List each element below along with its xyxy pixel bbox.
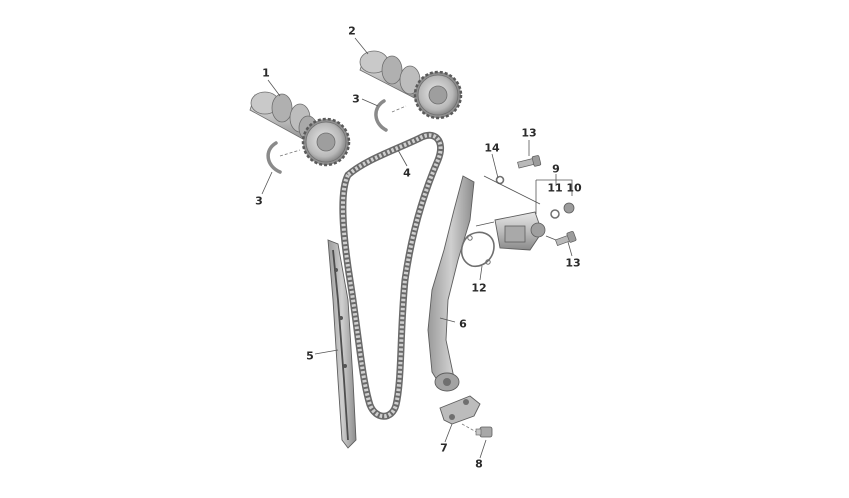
pivot-bolt-8 bbox=[461, 423, 493, 438]
callout-6: 6 bbox=[459, 317, 467, 331]
callout-3-lower: 3 bbox=[255, 194, 263, 208]
callout-13-upper: 13 bbox=[521, 126, 537, 140]
camshaft-1-sprocket bbox=[301, 117, 351, 167]
camshaft-2 bbox=[359, 50, 463, 120]
callout-9: 9 bbox=[552, 162, 560, 176]
gasket-12 bbox=[460, 231, 495, 268]
half-ring-clip-3-upper bbox=[374, 99, 407, 132]
timing-chain-4 bbox=[339, 131, 445, 420]
callout-7: 7 bbox=[440, 441, 448, 455]
callout-5: 5 bbox=[306, 349, 314, 363]
seal-ring-11 bbox=[550, 209, 560, 219]
callout-4: 4 bbox=[403, 166, 411, 180]
camshaft-2-sprocket bbox=[413, 70, 463, 120]
bolt-13-lower bbox=[555, 231, 577, 247]
tensioner-blade-6 bbox=[427, 175, 475, 392]
chain-tensioner-body bbox=[494, 211, 546, 251]
callout-12: 12 bbox=[471, 281, 487, 295]
callout-8: 8 bbox=[475, 457, 483, 471]
half-ring-clip-3-lower bbox=[266, 141, 301, 174]
washer-14 bbox=[495, 175, 505, 185]
pivot-plate-7 bbox=[439, 395, 481, 425]
callout-10: 10 bbox=[566, 181, 582, 195]
callout-14: 14 bbox=[484, 141, 500, 155]
callout-1: 1 bbox=[262, 66, 270, 80]
chain-guide-5 bbox=[327, 239, 357, 449]
callout-13-lower: 13 bbox=[565, 256, 581, 270]
callout-3-upper: 3 bbox=[352, 92, 360, 106]
plug-10 bbox=[563, 202, 575, 214]
callout-2: 2 bbox=[348, 24, 356, 38]
leader-lines bbox=[261, 37, 573, 459]
bolt-13-upper bbox=[517, 155, 542, 169]
callout-11: 11 bbox=[547, 181, 563, 195]
camshaft-1 bbox=[249, 91, 351, 167]
